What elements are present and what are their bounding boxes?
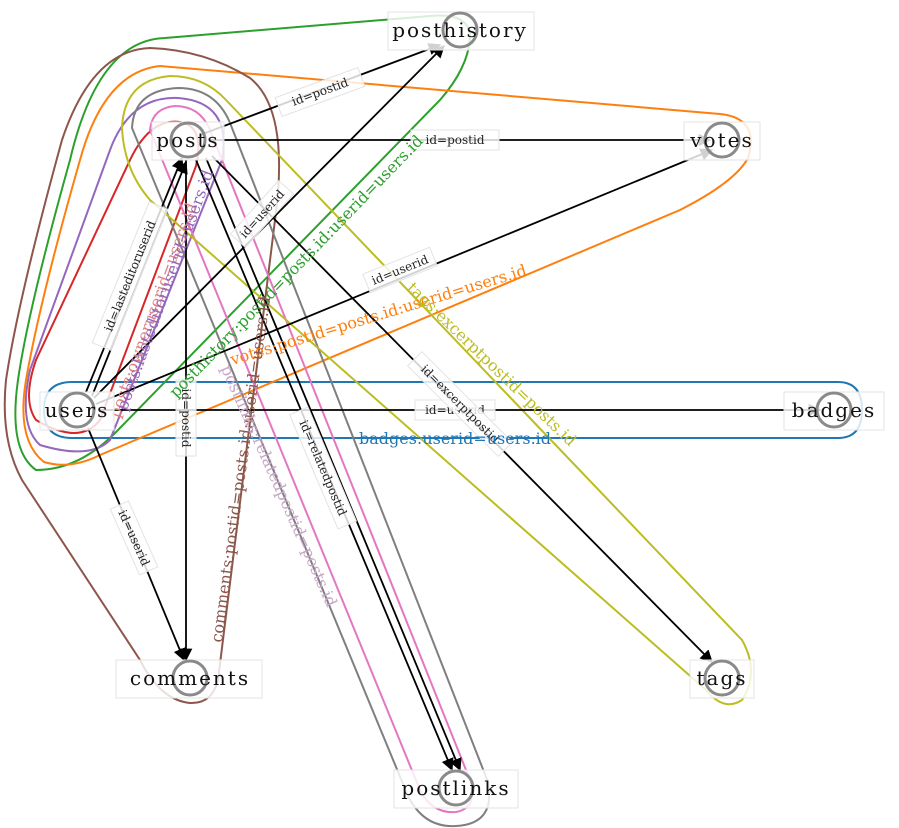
node-tags[interactable]: tags xyxy=(689,659,755,699)
nodes: posthistory posts votes users badges com… xyxy=(39,11,885,809)
node-label-posts: posts xyxy=(156,128,219,152)
edge-label-posts-postlinks: id=relatedpostid xyxy=(297,418,350,518)
edge-users-posthistory xyxy=(93,45,445,399)
edge-label-posts-votes: id=postid xyxy=(426,133,485,147)
edge-label-posts-comments: id=postid xyxy=(179,389,193,448)
hyperedge-label-badges: badges:userid=users.id xyxy=(359,429,551,448)
hyperedge-comments-outline xyxy=(3,46,281,705)
hyperedge-labels: badges:userid=users.id votes:postid=post… xyxy=(105,131,580,643)
edge-posts-postlinks-2 xyxy=(205,157,462,772)
hyperedge-votes-outline xyxy=(22,64,752,466)
node-badges[interactable]: badges xyxy=(783,391,885,431)
hyperedge-posts-lasteditor-outline xyxy=(24,96,225,453)
node-label-comments: comments xyxy=(130,666,250,690)
node-label-votes: votes xyxy=(689,128,753,152)
node-posts[interactable]: posts xyxy=(151,121,225,161)
node-label-users: users xyxy=(45,398,110,422)
node-votes[interactable]: votes xyxy=(683,121,761,161)
node-comments[interactable]: comments xyxy=(115,659,263,699)
node-posthistory[interactable]: posthistory xyxy=(387,11,535,51)
node-label-posthistory: posthistory xyxy=(392,18,528,42)
node-users[interactable]: users xyxy=(39,391,115,431)
node-postlinks[interactable]: postlinks xyxy=(393,769,519,809)
node-label-tags: tags xyxy=(696,666,747,690)
node-label-postlinks: postlinks xyxy=(401,776,510,800)
node-label-badges: badges xyxy=(792,398,876,422)
